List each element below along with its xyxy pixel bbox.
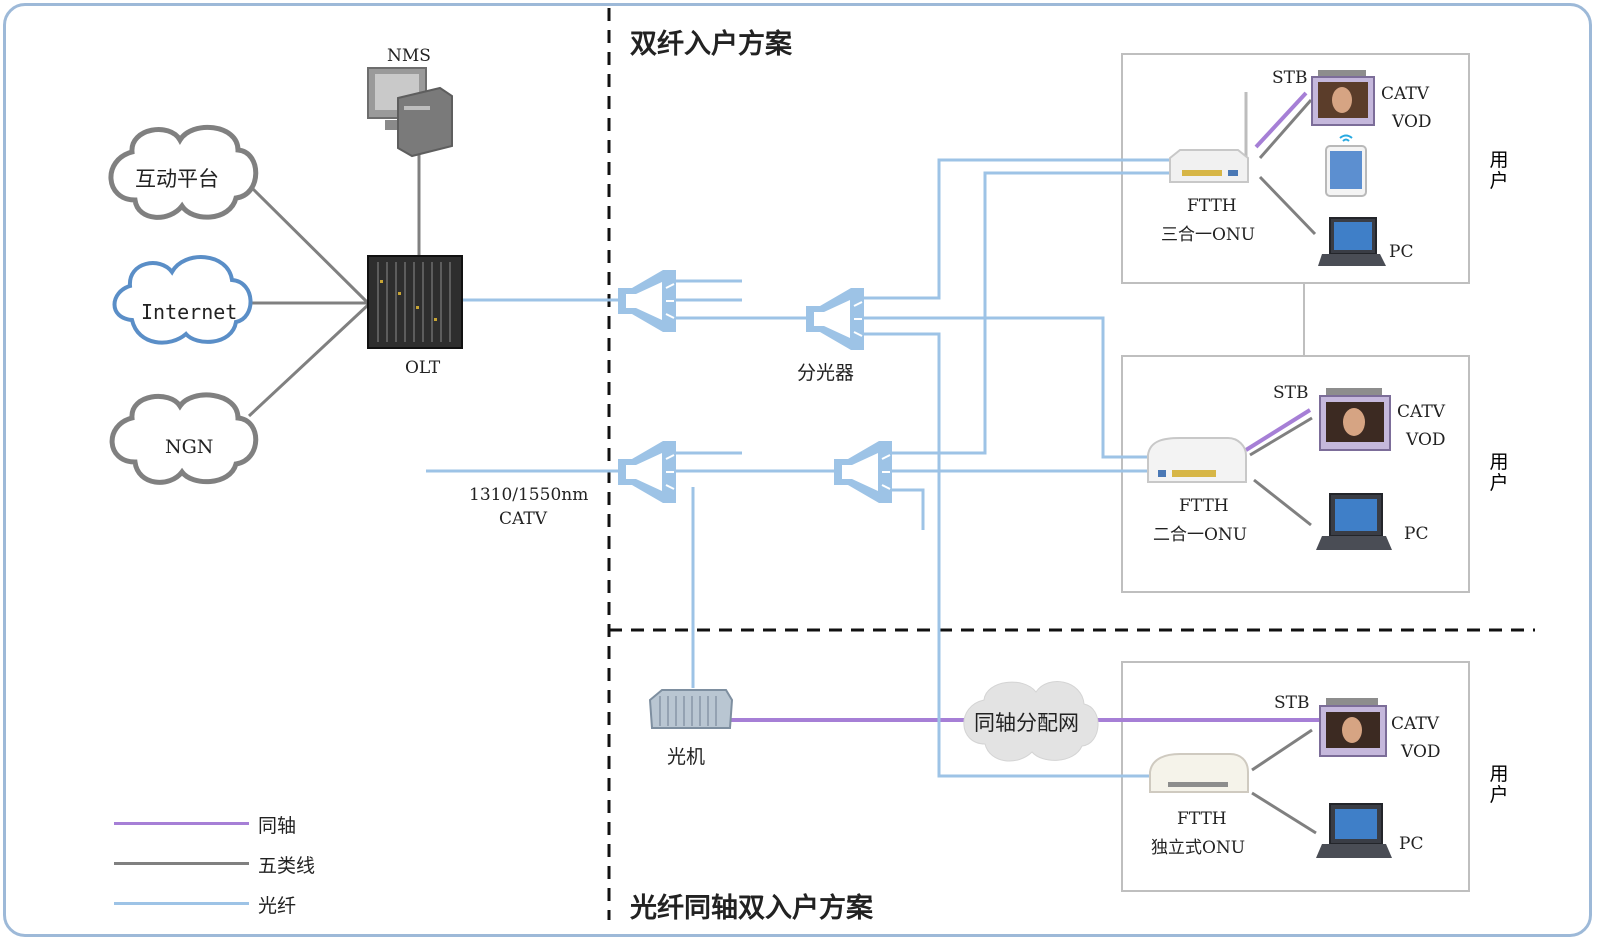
vod-label-1: VOD	[1392, 112, 1432, 132]
ngn-label: NGN	[165, 436, 214, 458]
legend-swatch-fiber	[114, 902, 249, 905]
pc-label-2: PC	[1404, 524, 1429, 544]
stb-label-1: STB	[1272, 68, 1308, 88]
interactive-platform-label: 互动平台	[135, 167, 219, 191]
tablet-icon	[1325, 145, 1367, 197]
laptop-icon-box2	[1316, 493, 1392, 550]
top-section-title: 双纤入户方案	[630, 29, 792, 60]
cloud-interactive-platform-icon	[108, 124, 259, 220]
pc-label-3: PC	[1399, 834, 1424, 854]
splitter-c	[618, 441, 676, 503]
catv-label-2: CATV	[1397, 402, 1445, 422]
catv-source-wavelength: 1310/1550nm	[469, 485, 589, 505]
pc-label-1: PC	[1389, 242, 1414, 262]
coax-network-label: 同轴分配网	[974, 711, 1079, 735]
olt-label: OLT	[405, 358, 441, 378]
olt-chassis-icon	[367, 255, 463, 349]
nms-label: NMS	[387, 46, 431, 66]
legend-swatch-cat5	[114, 862, 249, 865]
catv-label-1: CATV	[1381, 84, 1429, 104]
splitter-b	[806, 288, 864, 350]
cloud-coax-network-icon	[963, 681, 1099, 762]
cloud-ngn-icon	[109, 392, 259, 485]
coax-links	[728, 91, 1320, 722]
onu-two-in-one-icon	[1147, 437, 1247, 483]
diagram-frame	[3, 3, 1592, 937]
wifi-icon	[1339, 134, 1353, 142]
splitter-a	[618, 270, 676, 332]
bottom-section-title: 光纤同轴双入户方案	[630, 893, 873, 924]
optical-receiver-icon	[648, 689, 734, 729]
stb-label-2: STB	[1273, 383, 1309, 403]
tv-icon-box3	[1319, 698, 1387, 757]
onu-type-line2-2: 二合一ONU	[1153, 525, 1248, 545]
catv-source-label: CATV	[499, 509, 547, 529]
user-box-1	[1121, 53, 1470, 284]
splitter-d	[834, 441, 892, 503]
onu-type-line2-3: 独立式ONU	[1151, 838, 1246, 858]
vod-label-3: VOD	[1401, 742, 1441, 762]
cat5-links	[247, 99, 1317, 835]
tv-icon-box2	[1319, 388, 1391, 451]
onu-three-in-one-icon	[1169, 92, 1249, 183]
onu-type-line1-2: FTTH	[1179, 496, 1229, 516]
legend-swatch-coax	[114, 822, 249, 825]
nms-computer-icon	[367, 67, 453, 158]
user-label-1: 用户	[1489, 149, 1509, 192]
onu-type-line1-3: FTTH	[1177, 809, 1227, 829]
laptop-icon-box3	[1316, 803, 1392, 858]
vod-label-2: VOD	[1406, 430, 1446, 450]
catv-label-3: CATV	[1391, 714, 1439, 734]
cloud-internet-icon	[112, 255, 253, 345]
legend-label-fiber: 光纤	[258, 895, 297, 917]
stb-label-3: STB	[1274, 693, 1310, 713]
laptop-icon-box1	[1318, 217, 1386, 266]
tv-icon-box1	[1311, 70, 1375, 126]
user-box-2	[1121, 355, 1470, 593]
splitter-label: 分光器	[797, 362, 855, 384]
optical-receiver-label: 光机	[667, 746, 706, 768]
legend-label-cat5: 五类线	[258, 855, 316, 877]
legend-label-coax: 同轴	[258, 815, 297, 837]
onu-type-line2-1: 三合一ONU	[1161, 225, 1256, 245]
internet-label: Internet	[141, 300, 238, 324]
user-label-3: 用户	[1489, 763, 1509, 806]
user-label-2: 用户	[1489, 451, 1509, 494]
onu-type-line1-1: FTTH	[1187, 196, 1237, 216]
onu-standalone-icon	[1149, 753, 1249, 793]
